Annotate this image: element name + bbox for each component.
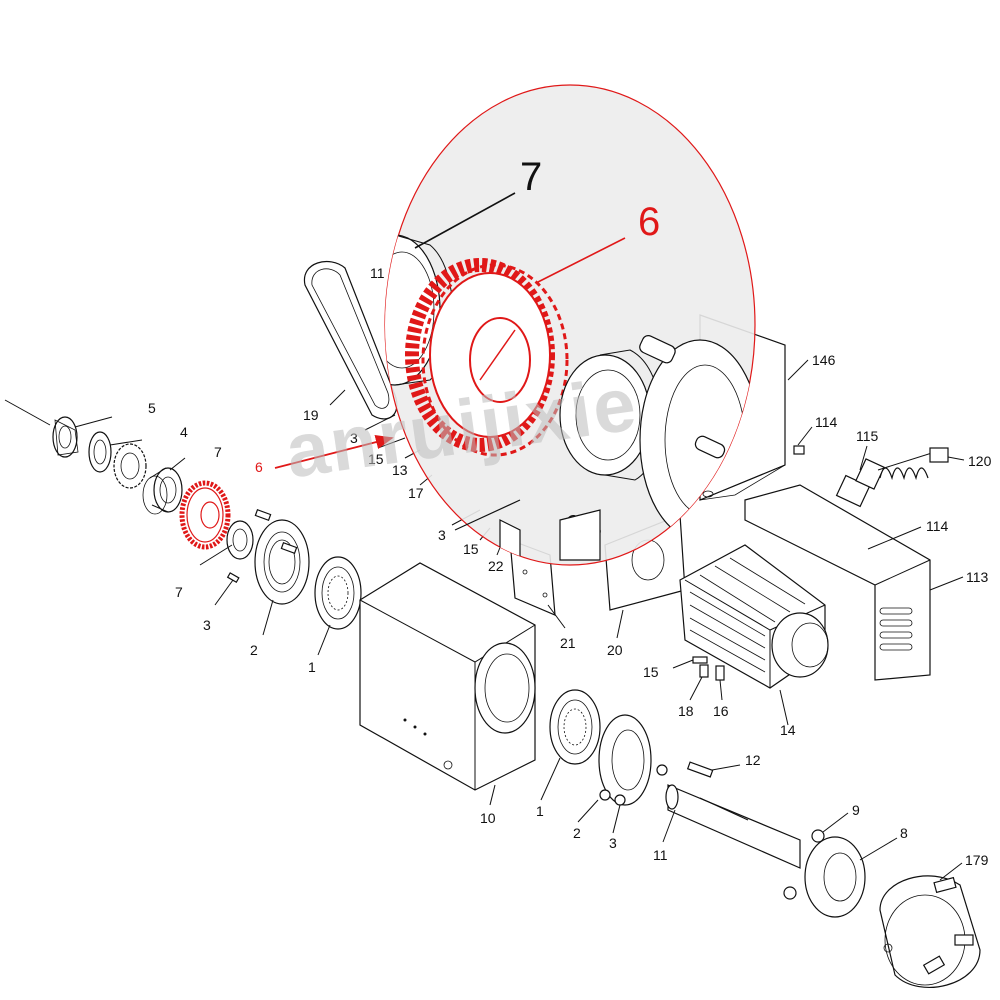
callout-11: 11 (653, 847, 668, 863)
callout-20: 20 (607, 642, 623, 658)
callout-15b: 15 (463, 541, 479, 557)
part-19-belt (303, 260, 398, 420)
callout-3d: 3 (609, 835, 617, 851)
callout-3c: 3 (438, 527, 446, 543)
callout-113: 113 (966, 569, 989, 585)
callout-3a: 3 (203, 617, 211, 633)
callout-19: 19 (303, 407, 319, 423)
part-8-flange (783, 836, 866, 918)
callout-labels: 5 4 7 6 7 3 2 1 19 3 15 13 17 3 15 22 21… (148, 352, 992, 868)
callout-1a: 1 (308, 659, 316, 675)
part-114-screw-1 (793, 445, 805, 455)
part-9-nut (811, 829, 825, 843)
part-1-bearing-2 (549, 689, 601, 765)
callout-7b: 7 (175, 584, 183, 600)
part-120-cable-spring (877, 447, 949, 481)
inset-label-7: 7 (520, 155, 542, 199)
callout-12: 12 (745, 752, 761, 768)
part-7-washer (226, 520, 254, 560)
callout-2b: 2 (573, 825, 581, 841)
callout-13: 13 (392, 462, 408, 478)
inset-label-11: 11 (370, 265, 385, 281)
callout-18: 18 (678, 703, 694, 719)
callout-21: 21 (560, 635, 576, 651)
callout-14: 14 (780, 722, 796, 738)
part-18-key (699, 664, 709, 678)
callout-120: 120 (968, 453, 992, 469)
part-11-spindle (665, 784, 801, 869)
inset-leader-6 (537, 237, 626, 283)
callout-7a: 7 (214, 444, 222, 460)
callout-17: 17 (408, 485, 424, 501)
leader-lines (74, 359, 965, 881)
part-15-key (692, 656, 708, 664)
callout-114a: 114 (815, 414, 838, 430)
callout-15a: 15 (368, 451, 384, 467)
callout-8: 8 (900, 825, 908, 841)
part-14-motor (679, 544, 829, 689)
callout-3b: 3 (350, 430, 358, 446)
inset-leader-7 (414, 192, 516, 249)
part-washer (88, 431, 112, 473)
shaft-line-left (4, 399, 51, 426)
part-115-gland (835, 458, 885, 508)
callout-4: 4 (180, 424, 188, 440)
part-1-bearing (314, 556, 362, 630)
part-6-gear-highlighted (179, 480, 231, 550)
callout-179: 179 (965, 852, 989, 868)
part-4-gear (113, 443, 147, 489)
callout-15c: 15 (643, 664, 659, 680)
part-113-cover (744, 484, 931, 681)
callout-115: 115 (856, 428, 879, 444)
part-12-key (686, 761, 714, 778)
inset-label-6: 6 (638, 200, 660, 244)
callout-10: 10 (480, 810, 496, 826)
callout-22: 22 (488, 558, 504, 574)
part-16-key (715, 665, 725, 681)
part-2-flange (226, 509, 310, 605)
callout-146: 146 (812, 352, 836, 368)
part-5-nut (52, 416, 79, 458)
highlight-arrow (274, 435, 394, 469)
part-10-headstock-box (359, 562, 536, 791)
inset-leader-bottom (454, 499, 521, 531)
callout-5: 5 (148, 400, 156, 416)
part-2-flange-2 (598, 714, 668, 806)
callout-9: 9 (852, 802, 860, 818)
inset-gear-6 (405, 258, 569, 457)
part-179-chuck (879, 875, 981, 989)
callout-1b: 1 (536, 803, 544, 819)
callout-16: 16 (713, 703, 729, 719)
callout-2a: 2 (250, 642, 258, 658)
callout-114b: 114 (926, 518, 949, 534)
part-7-bushing (142, 467, 183, 515)
callout-6: 6 (255, 459, 263, 475)
